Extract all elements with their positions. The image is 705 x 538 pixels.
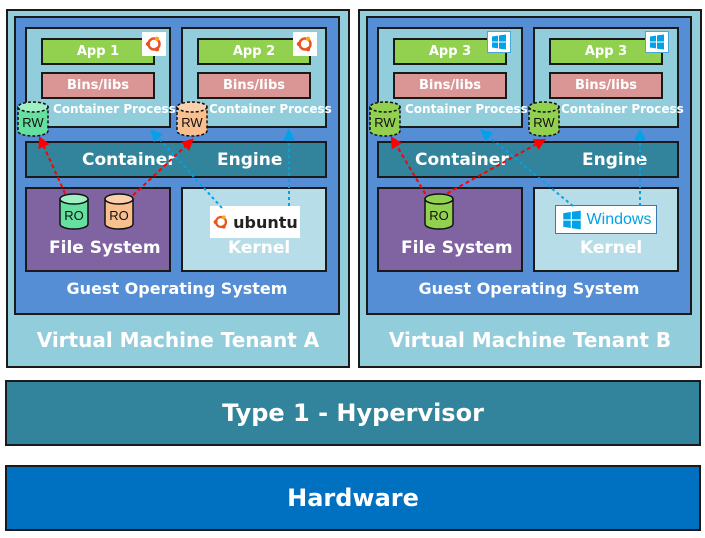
kernel-label: Kernel: [228, 238, 291, 258]
bins-box-a2: Bins/libs: [197, 72, 311, 99]
windows-icon: [645, 31, 669, 53]
app-box-a2: App 2: [197, 38, 311, 65]
hypervisor-label: Type 1 - Hypervisor: [222, 399, 484, 427]
container-process-label: Container Process: [561, 102, 684, 116]
hypervisor-layer: Type 1 - Hypervisor: [5, 380, 701, 446]
file-system-label: File System: [49, 238, 161, 258]
bins-label: Bins/libs: [574, 78, 638, 93]
bins-label: Bins/libs: [66, 78, 130, 93]
container-process-label: Container Process: [209, 102, 332, 116]
bins-box-b2: Bins/libs: [549, 72, 663, 99]
rw-label: RW: [374, 114, 396, 130]
container-engine-b: Container Engine: [377, 141, 679, 178]
app-box-b1: App 3: [393, 38, 507, 65]
engine-label-left: Container: [82, 150, 176, 170]
kernel-label: Kernel: [580, 238, 643, 258]
windows-logo-text: Windows: [586, 210, 652, 228]
vm-label: Virtual Machine Tenant A: [36, 328, 320, 352]
hardware-label: Hardware: [287, 484, 419, 512]
bins-box-a1: Bins/libs: [41, 72, 155, 99]
file-system-a: File System: [25, 187, 171, 272]
app-box-a1: App 1: [41, 38, 155, 65]
container-process-label: Container Process: [405, 102, 528, 116]
engine-label-left: Container: [415, 150, 509, 170]
windows-icon: [487, 31, 511, 53]
app-label: App 3: [584, 44, 628, 59]
rw-label: RW: [22, 114, 44, 130]
ubuntu-logo-text: ubuntu: [233, 212, 298, 232]
container-engine-a: Container Engine: [25, 141, 327, 178]
app-label: App 3: [428, 44, 472, 59]
bins-label: Bins/libs: [222, 78, 286, 93]
ro-label: RO: [109, 207, 129, 223]
app-label: App 2: [232, 44, 276, 59]
app-label: App 1: [76, 44, 120, 59]
ubuntu-icon: [293, 32, 317, 56]
file-system-b: File System: [377, 187, 523, 272]
ubuntu-logo: ubuntu: [210, 206, 300, 238]
container-process-label: Container Process: [53, 102, 176, 116]
vm-label: Virtual Machine Tenant B: [388, 328, 672, 352]
engine-label-right: Engine: [217, 150, 283, 170]
bins-box-b1: Bins/libs: [393, 72, 507, 99]
rw-label: RW: [533, 114, 555, 130]
guest-os-label: Guest Operating System: [66, 279, 288, 298]
file-system-label: File System: [401, 238, 513, 258]
windows-logo: Windows: [555, 205, 657, 234]
guest-os-label: Guest Operating System: [418, 279, 640, 298]
ubuntu-icon: [142, 32, 166, 56]
hardware-layer: Hardware: [5, 465, 701, 531]
ro-label: RO: [64, 207, 84, 223]
bins-label: Bins/libs: [418, 78, 482, 93]
rw-label: RW: [181, 114, 203, 130]
engine-label-right: Engine: [582, 150, 648, 170]
ro-label: RO: [429, 207, 449, 223]
